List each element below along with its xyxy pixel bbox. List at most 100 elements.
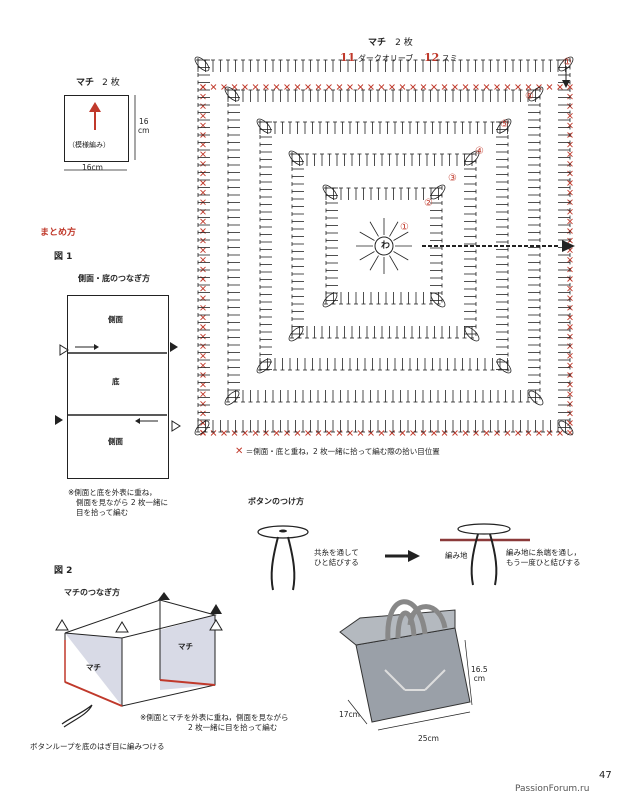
fig2-label: 図 2 xyxy=(54,566,73,576)
cross-mark xyxy=(567,84,573,90)
arrow-head xyxy=(135,418,140,424)
chain-loop xyxy=(528,86,544,102)
cross-mark xyxy=(483,430,490,436)
cross-mark xyxy=(252,84,259,90)
cross-mark xyxy=(567,362,573,369)
cross-mark xyxy=(546,84,553,90)
cross-mark xyxy=(242,430,248,436)
cross-mark xyxy=(200,151,206,158)
cross-mark xyxy=(347,430,353,436)
cross-mark xyxy=(431,430,437,436)
cross-mark xyxy=(357,84,364,90)
chain-loop xyxy=(464,150,480,166)
fig1-panels xyxy=(67,295,169,479)
cross-mark xyxy=(200,218,206,225)
cross-mark xyxy=(567,180,573,186)
cross-mark xyxy=(567,112,573,119)
cross-mark xyxy=(567,314,573,321)
chart-legend: ✕ ＝側面・底と重ね，2 枚一緒に拾って編む際の拾い目位置 xyxy=(235,446,440,457)
chain-loop xyxy=(322,292,338,308)
stitch xyxy=(389,255,399,271)
cross-mark xyxy=(315,430,322,436)
triangle-mark xyxy=(210,604,222,614)
cross-mark xyxy=(252,430,259,436)
cross-mark xyxy=(200,410,206,417)
button-title: ボタンのつけ方 xyxy=(248,497,304,506)
cross-mark xyxy=(567,324,573,330)
cross-mark xyxy=(452,430,458,436)
chain-loop xyxy=(558,56,574,72)
dim-line xyxy=(347,699,368,725)
cross-mark xyxy=(200,170,206,177)
fig1-title: 側面・底のつなぎ方 xyxy=(78,274,150,283)
cross-mark xyxy=(200,189,206,196)
gusset-panel xyxy=(64,95,129,162)
cross-mark xyxy=(473,430,479,436)
round-4-label: ④ xyxy=(475,146,484,157)
yarn xyxy=(470,533,498,586)
panel-width: 16cm xyxy=(82,163,103,172)
cross-mark xyxy=(200,112,206,119)
cross-mark xyxy=(200,324,206,330)
arrow-up-icon xyxy=(89,102,101,112)
fig1-side-bottom: 側面 xyxy=(108,437,123,446)
cross-mark xyxy=(200,237,206,244)
panel-title: マチ 2 枚 xyxy=(76,78,120,88)
cross-mark xyxy=(567,352,573,359)
seam-red xyxy=(64,681,123,707)
seam-red xyxy=(159,679,216,686)
chart-stitches xyxy=(194,56,575,436)
cross-mark xyxy=(200,314,206,321)
cross-mark xyxy=(473,84,479,90)
chain-loop xyxy=(256,118,272,134)
cross-mark xyxy=(452,84,458,90)
cross-mark xyxy=(567,189,573,196)
stitch xyxy=(359,231,375,241)
cross-mark xyxy=(515,84,521,90)
chain-loop xyxy=(256,358,272,374)
chain-loop xyxy=(496,358,512,374)
cross-mark xyxy=(336,430,343,436)
bag-height: 16.5 cm xyxy=(471,665,488,683)
arrow-right-icon xyxy=(408,550,420,562)
arrow-head xyxy=(562,80,570,88)
magic-ring xyxy=(374,236,394,256)
stitch xyxy=(369,255,379,271)
cross-mark xyxy=(200,352,206,359)
cross-mark xyxy=(567,218,573,225)
cross-mark xyxy=(200,362,206,369)
cross-mark xyxy=(200,333,206,340)
cross-mark xyxy=(525,430,532,436)
chain-loop xyxy=(430,292,446,308)
chain-loop xyxy=(194,56,210,72)
cross-mark xyxy=(221,84,227,90)
cross-mark xyxy=(263,84,269,90)
cross-mark xyxy=(210,430,217,436)
cross-mark xyxy=(525,84,532,90)
fig2-machi-left: マチ xyxy=(86,663,101,672)
triangle-mark xyxy=(171,420,181,432)
fig2-machi-right: マチ xyxy=(178,642,193,651)
triangle-mark xyxy=(55,619,69,631)
dim-line xyxy=(377,711,471,731)
cross-mark xyxy=(567,141,573,148)
cross-mark xyxy=(231,430,238,436)
bag-handle xyxy=(407,604,448,629)
arrow-head xyxy=(94,344,99,350)
watermark: PassionForum.ru xyxy=(515,784,590,794)
cross-mark xyxy=(200,381,206,388)
chain-loop xyxy=(430,184,446,200)
cross-mark xyxy=(431,84,437,90)
button-hole-icon xyxy=(279,529,287,533)
button-step1: 共糸を通して ひと結びする xyxy=(314,548,359,568)
cross-mark xyxy=(200,122,206,129)
stitch xyxy=(393,231,409,241)
chain-loop xyxy=(496,118,512,134)
cross-mark-icon: ✕ xyxy=(235,446,244,457)
cross-mark xyxy=(483,84,490,90)
cross-mark xyxy=(200,285,206,292)
cross-mark xyxy=(210,84,217,90)
fig2-loop-note: ボタンループを底のはぎ目に編みつける xyxy=(30,742,165,751)
cross-mark xyxy=(200,266,206,273)
